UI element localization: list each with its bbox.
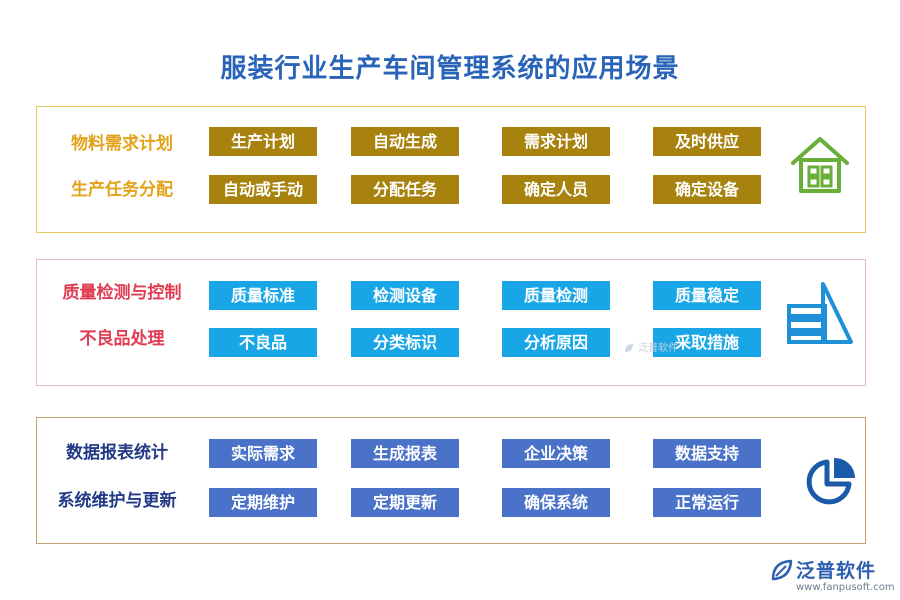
chip: 确定设备 bbox=[653, 175, 761, 204]
chip: 及时供应 bbox=[653, 127, 761, 156]
row-label-task-assignment: 生产任务分配 bbox=[71, 180, 173, 200]
row-label-quality-inspection: 质量检测与控制 bbox=[62, 283, 182, 303]
row-label-defect-handling: 不良品处理 bbox=[79, 329, 165, 349]
watermark: 泛普软件 bbox=[623, 339, 678, 354]
brand-leaf-icon bbox=[771, 559, 793, 581]
house-icon bbox=[791, 137, 849, 193]
chip: 正常运行 bbox=[653, 488, 761, 517]
row-label-system-maintenance: 系统维护与更新 bbox=[57, 491, 177, 511]
panel-data-and-maintenance: 数据报表统计 实际需求 生成报表 企业决策 数据支持 系统维护与更新 定期维护 … bbox=[36, 417, 866, 544]
chip: 质量检测 bbox=[502, 281, 610, 310]
pyramid-chart-icon bbox=[787, 282, 853, 344]
chip: 分类标识 bbox=[351, 328, 459, 357]
brand-name: 泛普软件 bbox=[796, 560, 877, 582]
chip: 需求计划 bbox=[502, 127, 610, 156]
chip: 企业决策 bbox=[502, 439, 610, 468]
chip: 分配任务 bbox=[351, 175, 459, 204]
row-label-data-report: 数据报表统计 bbox=[66, 443, 168, 463]
chip: 质量稳定 bbox=[653, 281, 761, 310]
chip: 自动或手动 bbox=[209, 175, 317, 204]
chip: 不良品 bbox=[209, 328, 317, 357]
chip: 确定人员 bbox=[502, 175, 610, 204]
chip: 定期更新 bbox=[351, 488, 459, 517]
chip: 确保系统 bbox=[502, 488, 610, 517]
chip: 质量标准 bbox=[209, 281, 317, 310]
brand-url: www.fanpusoft.com bbox=[796, 582, 895, 593]
chip: 实际需求 bbox=[209, 439, 317, 468]
watermark-text: 泛普软件 bbox=[638, 343, 679, 354]
row-label-material-plan: 物料需求计划 bbox=[71, 134, 173, 154]
brand-logo: 泛普软件 www.fanpusoft.com bbox=[770, 556, 896, 596]
panel-quality-control: 质量检测与控制 质量标准 检测设备 质量检测 质量稳定 不良品处理 不良品 分类… bbox=[36, 259, 866, 386]
page-title: 服装行业生产车间管理系统的应用场景 bbox=[220, 54, 680, 84]
chip: 定期维护 bbox=[209, 488, 317, 517]
chip: 数据支持 bbox=[653, 439, 761, 468]
chip: 检测设备 bbox=[351, 281, 459, 310]
pie-chart-icon bbox=[806, 457, 855, 505]
brand-leaf-icon bbox=[625, 344, 633, 352]
chip: 分析原因 bbox=[502, 328, 610, 357]
chip: 生产计划 bbox=[209, 127, 317, 156]
panel-material-and-task: 物料需求计划 生产计划 自动生成 需求计划 及时供应 生产任务分配 自动或手动 … bbox=[36, 106, 866, 233]
chip: 生成报表 bbox=[351, 439, 459, 468]
chip: 自动生成 bbox=[351, 127, 459, 156]
chip: 采取措施 bbox=[653, 328, 761, 357]
